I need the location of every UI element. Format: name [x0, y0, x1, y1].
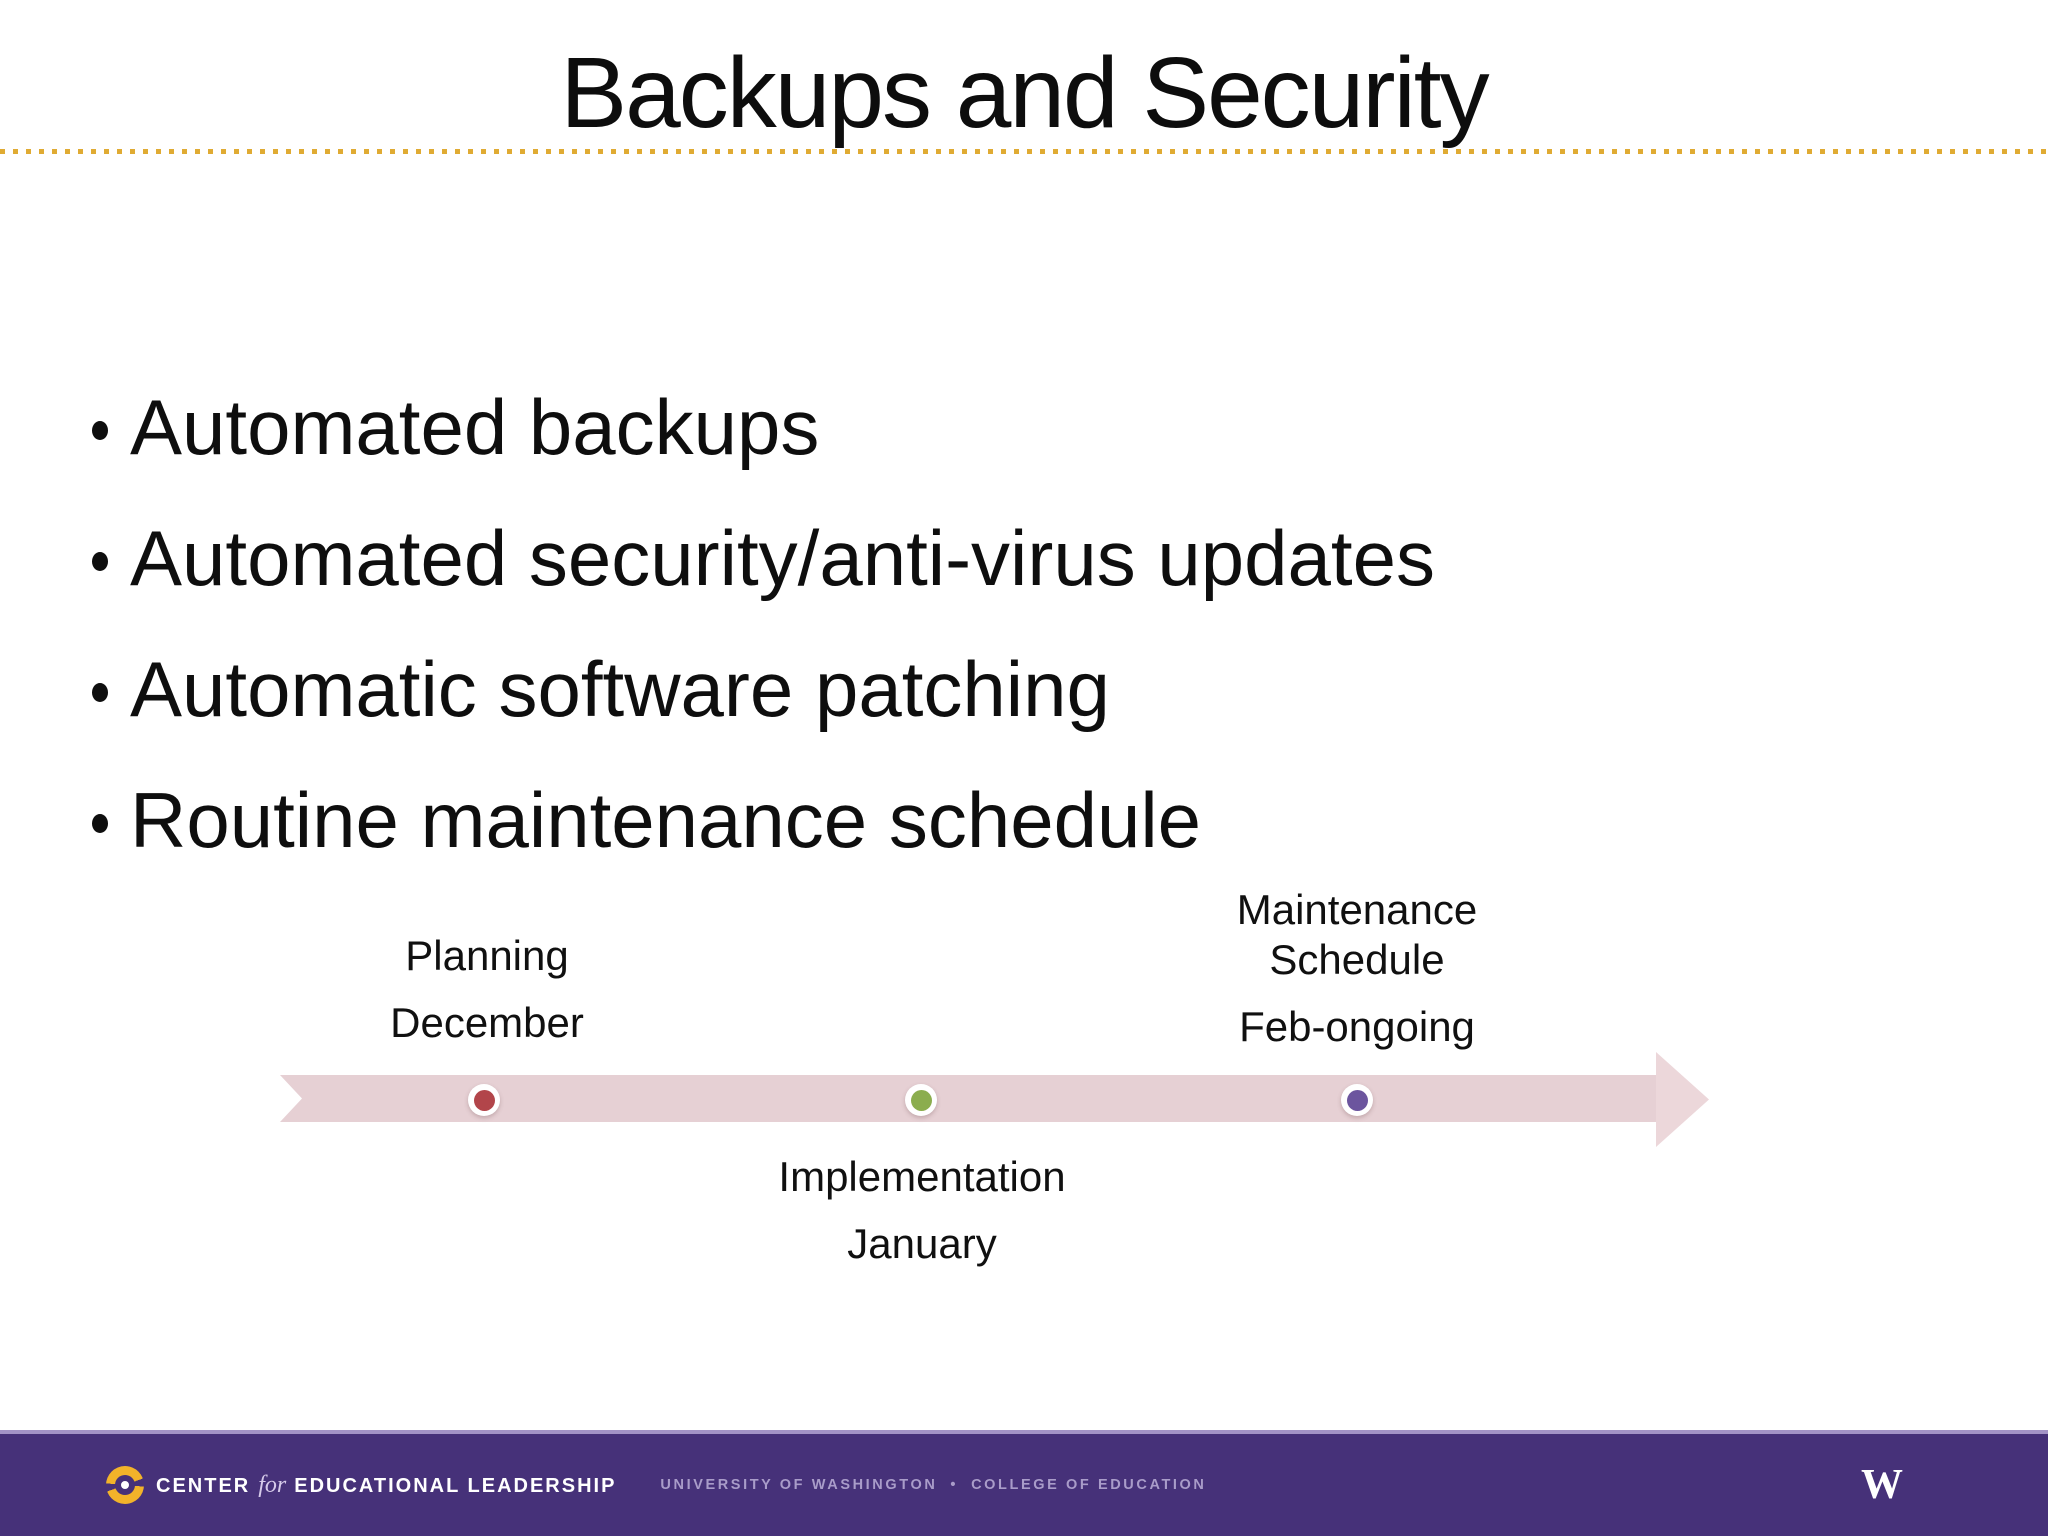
uw-w-logo: W [1861, 1462, 1903, 1508]
bullet-text: Routine maintenance schedule [130, 776, 1202, 864]
bullet-dot-icon [92, 683, 108, 702]
milestone-dot-planning [468, 1084, 500, 1116]
slide-title: Backups and Security [560, 37, 1489, 149]
bullet-list: Automated backups Automated security/ant… [92, 362, 1842, 886]
bullet-separator: • [950, 1477, 959, 1493]
timeline-arrow-band [280, 1075, 1657, 1122]
cel-sun-logo-icon [106, 1466, 144, 1504]
bullet-dot-icon [92, 421, 108, 440]
milestone-dot-inner [910, 1089, 932, 1111]
bullet-text: Automated security/anti-virus updates [130, 514, 1435, 602]
bullet-text: Automatic software patching [130, 645, 1110, 733]
bullet-text: Automated backups [130, 383, 820, 471]
footer-org-name: CENTER for EDUCATIONAL LEADERSHIP [156, 1472, 616, 1499]
milestone-dot-maintenance [1341, 1084, 1373, 1116]
milestone-label-planning: Planning December [327, 931, 647, 1048]
footer-bar: CENTER for EDUCATIONAL LEADERSHIP UNIVER… [0, 1430, 2048, 1536]
milestone-phase: Implementation [778, 1153, 1066, 1200]
dotted-divider [0, 149, 2048, 154]
milestone-label-maintenance: Maintenance Schedule Feb-ongoing [1207, 885, 1507, 1052]
org-prefix: CENTER [156, 1474, 251, 1497]
milestone-date: Feb-ongoing [1239, 1003, 1475, 1050]
org-suffix: EDUCATIONAL LEADERSHIP [294, 1474, 617, 1497]
milestone-phase: Planning [405, 932, 569, 979]
milestone-date: December [390, 999, 584, 1046]
timeline-arrowhead-icon [1656, 1052, 1709, 1147]
milestone-date: January [847, 1220, 997, 1267]
org-for: for [258, 1471, 287, 1498]
college-name: COLLEGE OF EDUCATION [971, 1477, 1207, 1493]
milestone-dot-inner [473, 1089, 495, 1111]
bullet-dot-icon [92, 552, 108, 571]
bullet-item: Automated backups [92, 362, 1842, 493]
milestone-dot-implementation [905, 1084, 937, 1116]
milestone-dot-inner [1346, 1089, 1368, 1111]
university-name: UNIVERSITY OF WASHINGTON [660, 1477, 938, 1493]
bullet-item: Routine maintenance schedule [92, 755, 1842, 886]
bullet-item: Automatic software patching [92, 624, 1842, 755]
bullet-item: Automated security/anti-virus updates [92, 493, 1842, 624]
bullet-dot-icon [92, 814, 108, 833]
footer-university-line: UNIVERSITY OF WASHINGTON • COLLEGE OF ED… [660, 1477, 1206, 1493]
milestone-phase: Maintenance Schedule [1236, 886, 1478, 983]
milestone-label-implementation: Implementation January [712, 1152, 1132, 1269]
